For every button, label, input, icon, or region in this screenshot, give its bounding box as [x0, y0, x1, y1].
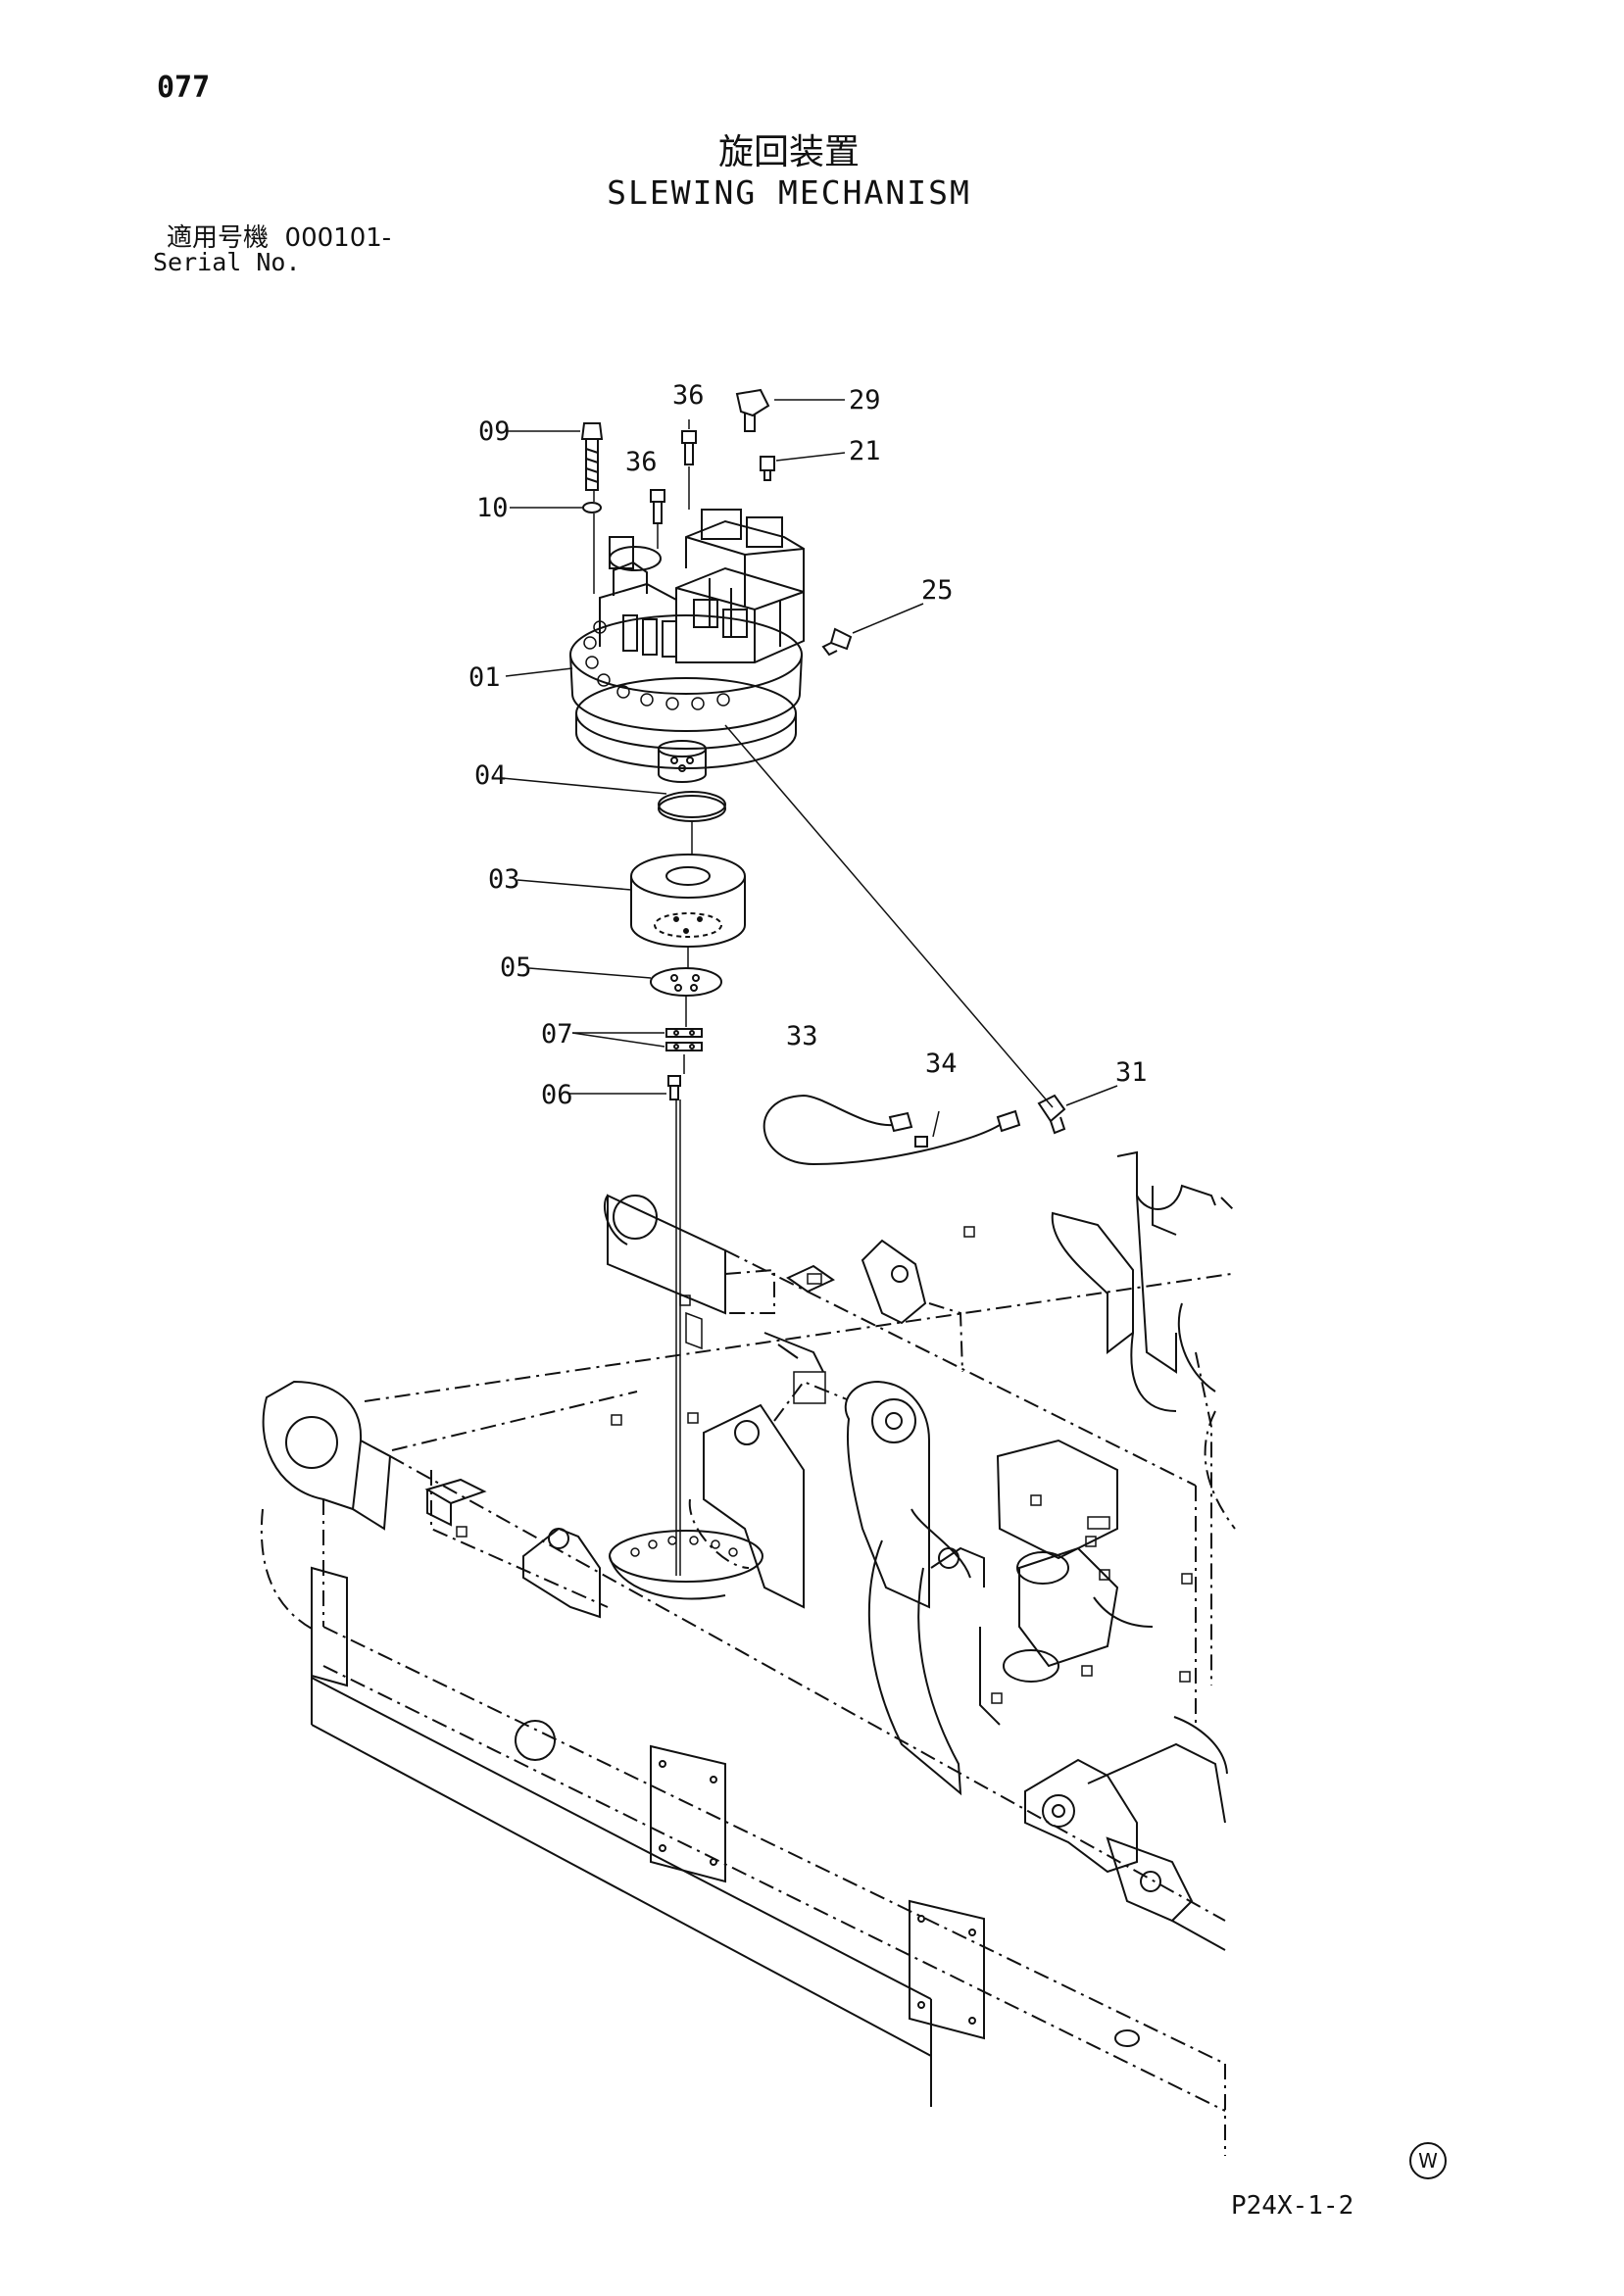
serial-label-english: Serial No. — [153, 248, 301, 276]
callout-05: 05 — [500, 953, 532, 983]
serial-number-line: 適用号機 000101- — [167, 218, 391, 254]
plug-21 — [760, 456, 775, 481]
callout-31: 31 — [1115, 1057, 1148, 1088]
plug-34 — [914, 1136, 928, 1148]
elbow-fitting-29 — [735, 388, 770, 432]
callout-03: 03 — [488, 864, 520, 895]
o-ring-04 — [658, 791, 726, 822]
callout-04: 04 — [474, 760, 507, 791]
lock-plates-07 — [665, 1028, 703, 1051]
bolt-36-upper — [681, 430, 697, 465]
callout-09: 09 — [478, 416, 511, 447]
callout-33: 33 — [786, 1021, 818, 1051]
callout-25: 25 — [921, 575, 954, 606]
serial-value: 000101- — [284, 223, 392, 253]
callout-07: 07 — [541, 1019, 573, 1050]
callout-36-upper: 36 — [672, 380, 705, 411]
callout-10: 10 — [476, 493, 509, 523]
bolt-06 — [667, 1075, 681, 1100]
callout-34: 34 — [925, 1049, 958, 1079]
page-title-japanese: 旋回装置 — [717, 132, 860, 172]
plate-05 — [650, 967, 722, 997]
part-callouts: 09 36 29 21 36 10 25 01 04 03 05 07 06 3… — [468, 380, 1148, 1110]
hose-33 — [763, 1094, 1021, 1166]
drawing-code: P24X-1-2 — [1231, 2191, 1354, 2221]
bolt-09 — [580, 422, 604, 491]
serial-label-japanese: 適用号機 — [167, 223, 270, 253]
callout-29: 29 — [849, 385, 881, 415]
page-number: 077 — [157, 71, 211, 105]
callout-21: 21 — [849, 436, 881, 466]
elbow-fitting-31 — [1037, 1094, 1066, 1135]
callout-36-lower: 36 — [625, 447, 658, 477]
callout-06: 06 — [541, 1080, 573, 1110]
fitting-25 — [821, 627, 853, 657]
callout-01: 01 — [468, 662, 501, 693]
watermark-circle-mark: W — [1409, 2142, 1447, 2179]
bolt-36-lower — [650, 489, 665, 524]
slewing-motor-assembly — [569, 509, 805, 783]
spacer-03 — [630, 854, 746, 948]
leader-lines — [501, 399, 1118, 1576]
revolving-frame — [260, 1150, 1236, 2156]
page-title-english: SLEWING MECHANISM — [607, 173, 971, 212]
washer-10 — [582, 502, 602, 513]
